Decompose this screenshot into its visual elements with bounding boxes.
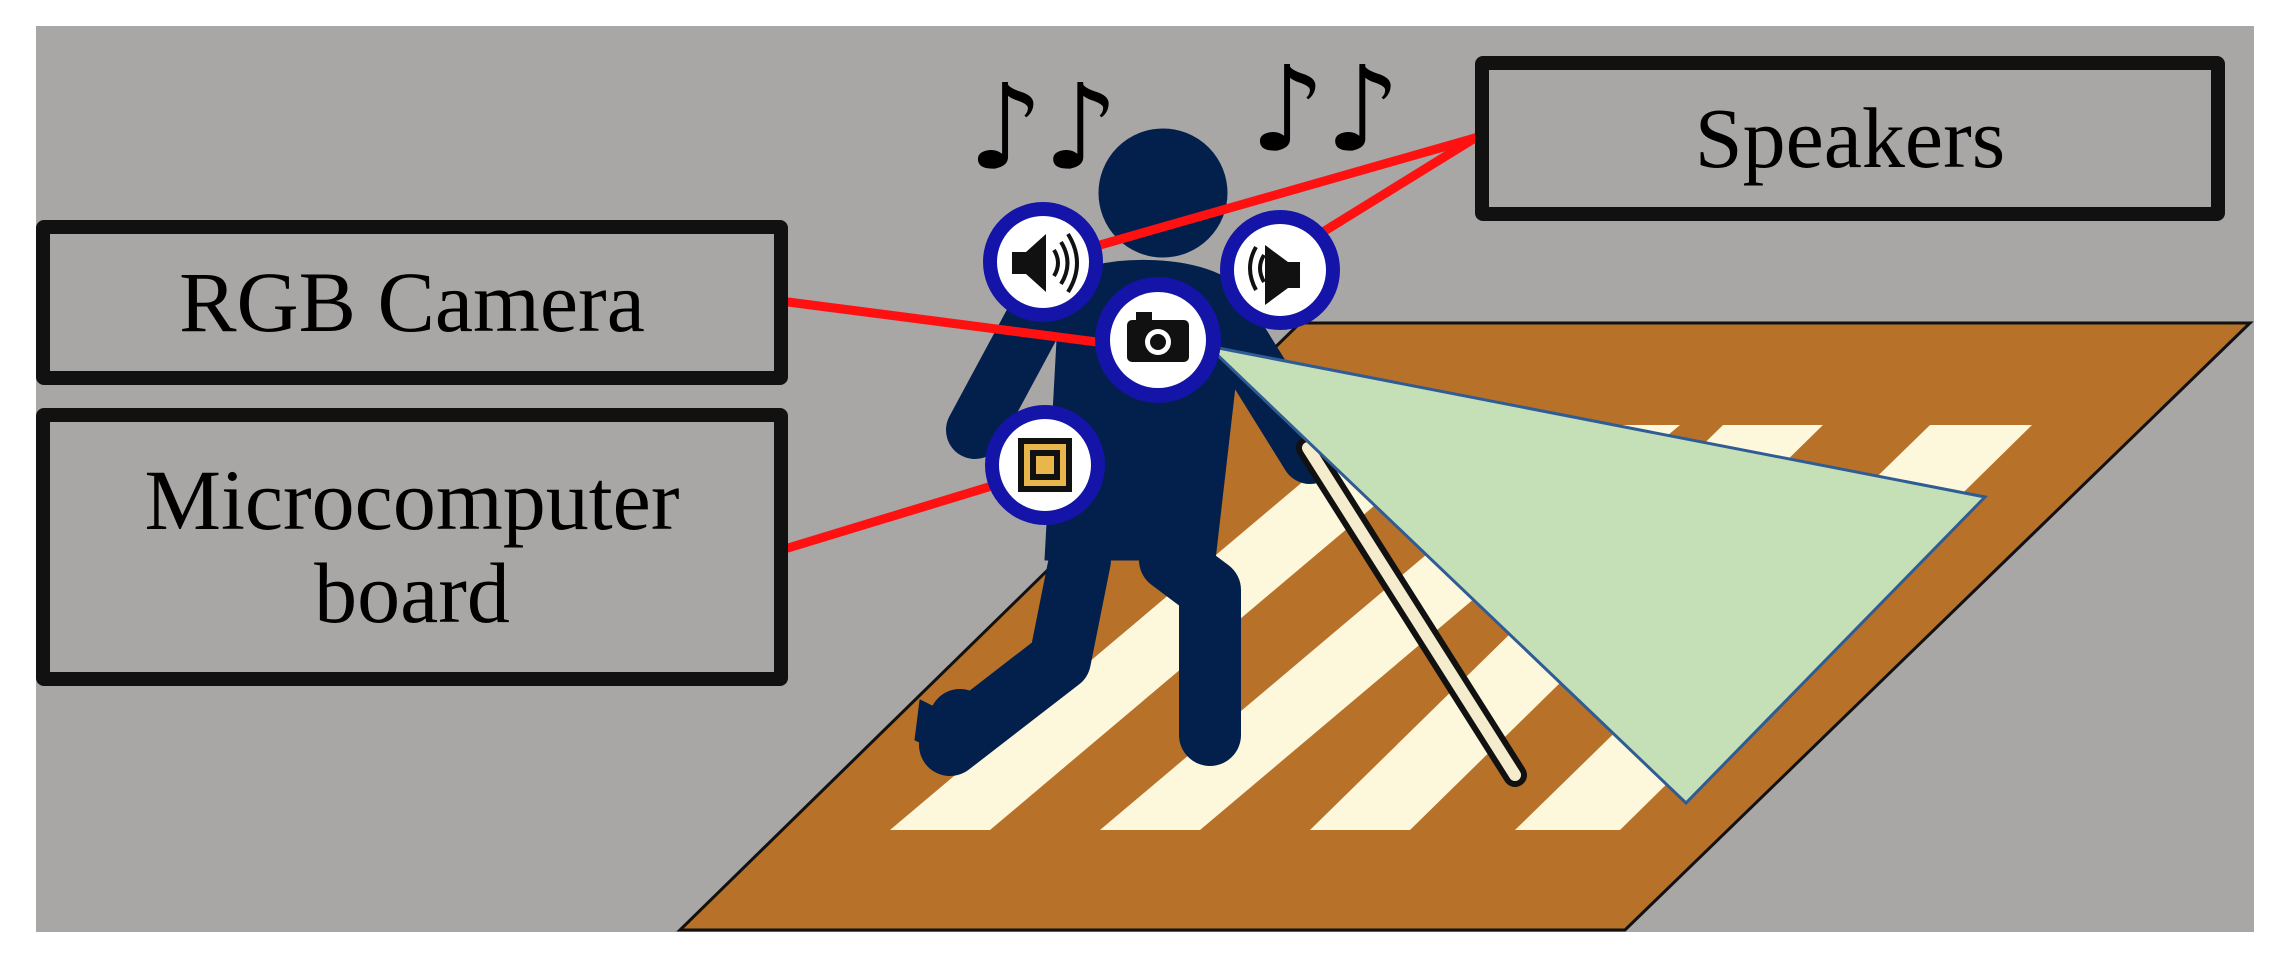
camera-badge (1095, 277, 1221, 403)
speakers-label-box: Speakers (1475, 56, 2225, 221)
speakers-label: Speakers (1694, 90, 2006, 187)
microcomputer-label-box: Microcomputer board (36, 408, 788, 686)
microcomputer-label-line2: board (314, 545, 510, 641)
speaker-right-badge (1220, 210, 1340, 330)
cane-icon (1296, 436, 1527, 787)
speaker-left-icon (1012, 232, 1079, 294)
microcomputer-label-line1: Microcomputer (144, 452, 680, 549)
speaker-left-badge (983, 202, 1103, 322)
connector-speakers-left (1095, 133, 1480, 250)
connector-lines (783, 133, 1480, 553)
rgb-camera-label: RGB Camera (179, 254, 645, 351)
person-head (1098, 128, 1228, 258)
microcomputer-label: Microcomputer board (145, 454, 680, 640)
connector-speakers-right (1305, 133, 1480, 245)
person-right-leg (1139, 529, 1241, 766)
music-notes-left: ♪♪ (968, 58, 1119, 196)
connector-camera (783, 297, 1125, 350)
person-left-foot (914, 699, 1001, 761)
camera-field-of-view (1203, 343, 1989, 806)
music-notes-right: ♪♪ (1250, 40, 1401, 178)
microchip-badge (985, 405, 1105, 525)
camera-icon (1127, 312, 1189, 362)
person-left-arm (946, 271, 1074, 459)
microchip-icon (1018, 438, 1072, 492)
connector-microcomputer (783, 477, 1010, 553)
speaker-right-icon (1248, 245, 1300, 305)
rgb-camera-label-box: RGB Camera (36, 220, 788, 385)
